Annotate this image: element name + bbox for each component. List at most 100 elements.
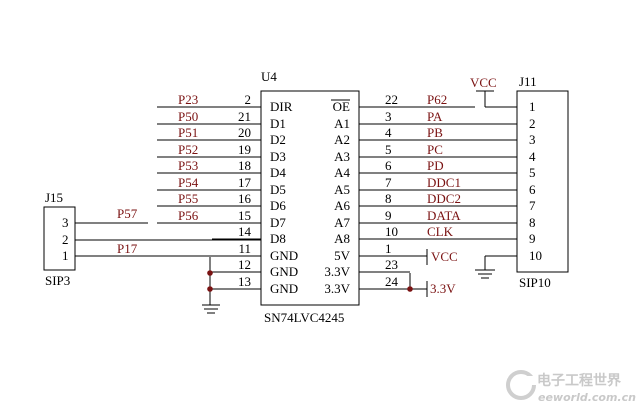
pin-name: A4 — [334, 165, 350, 180]
pin-name: D4 — [270, 165, 286, 180]
net-label: P51 — [178, 125, 198, 140]
u4-part: SN74LVC4245 — [264, 310, 344, 325]
pin-name: 3.3V — [324, 264, 350, 279]
j11-pin-number: 7 — [529, 198, 536, 213]
pin-name: A2 — [334, 132, 350, 147]
j15-body — [43, 206, 76, 271]
pin-name: D6 — [270, 198, 286, 213]
pin-number: 13 — [238, 274, 251, 289]
svg-text:电子工程世界: 电子工程世界 — [537, 372, 622, 389]
j11-pin-number: 3 — [529, 132, 536, 147]
svg-text:eeworld.com.cn: eeworld.com.cn — [538, 391, 636, 404]
pin-number: 1 — [385, 241, 392, 256]
j11-pin-number: 8 — [529, 215, 536, 230]
pin-name: D1 — [270, 116, 286, 131]
v33-rail — [409, 273, 428, 297]
pin-number: 5 — [385, 142, 392, 157]
net-label: PD — [427, 158, 444, 173]
pin-name: D8 — [270, 231, 286, 246]
j11-ref: J11 — [519, 74, 537, 89]
pin-name: A8 — [334, 231, 350, 246]
eeworld-logo: 电子工程世界 eeworld.com.cn — [506, 370, 636, 404]
net-label: P50 — [178, 109, 198, 124]
pin-name: D7 — [270, 215, 286, 230]
pin-name: A1 — [334, 116, 350, 131]
j11-part: SIP10 — [519, 275, 551, 290]
net-label: P55 — [178, 191, 198, 206]
pin-number: 19 — [238, 142, 251, 157]
j11-vcc-label: VCC — [470, 75, 497, 90]
u4-body — [260, 90, 360, 306]
net-label: P54 — [178, 175, 199, 190]
pin-name: A7 — [334, 215, 350, 230]
pin-number: 11 — [238, 241, 251, 256]
pin-number: 8 — [385, 191, 392, 206]
vcc-label: VCC — [431, 249, 458, 264]
pin-number: 15 — [238, 208, 251, 223]
pin-number: 10 — [385, 224, 398, 239]
j11-body — [516, 90, 569, 273]
u4-right-pins: 22 OE P62 3 A1 PA 4 A2 PB 5 A3 PC 6 A4 PD 7 A5 DDC1 8 A6 DDC… — [324, 92, 517, 296]
pin-name: GND — [270, 281, 298, 296]
pin-name: A3 — [334, 149, 350, 164]
pin-number: 3 — [385, 109, 392, 124]
j15-pin-number: 2 — [62, 232, 69, 247]
j11-pin-number: 2 — [529, 116, 536, 131]
j15-pin-number: 1 — [62, 248, 69, 263]
pin-number: 6 — [385, 158, 392, 173]
pin-number: 17 — [238, 175, 252, 190]
pin-number: 9 — [385, 208, 392, 223]
pin-name: A6 — [334, 198, 350, 213]
j11-pin-number: 4 — [529, 149, 536, 164]
pin-number: 4 — [385, 125, 392, 140]
j11-pin-number: 1 — [529, 99, 536, 114]
pin-number: 23 — [385, 257, 398, 272]
pin-number: 7 — [385, 175, 392, 190]
pin-number: 14 — [238, 224, 252, 239]
j15-part: SIP3 — [45, 273, 70, 288]
pin-number: 22 — [385, 92, 398, 107]
j15-wiring — [75, 222, 261, 257]
pin-number: 21 — [238, 109, 251, 124]
net-label: DDC1 — [427, 175, 461, 190]
gnd-bus — [202, 257, 220, 314]
j11-pin-number: 5 — [529, 165, 536, 180]
net-label: P23 — [178, 92, 198, 107]
pin-name: 5V — [334, 248, 351, 263]
pin-name: D5 — [270, 182, 286, 197]
j15-ref: J15 — [45, 190, 63, 205]
pin-number: 24 — [385, 274, 399, 289]
j11-gnd — [475, 255, 517, 279]
j11-pin-number: 9 — [529, 231, 536, 246]
pin-number: 16 — [238, 191, 252, 206]
pin-name: GND — [270, 248, 298, 263]
v33-label: 3.3V — [430, 281, 456, 296]
junction-dot — [407, 286, 413, 292]
net-label: CLK — [427, 224, 454, 239]
net-label: P56 — [178, 208, 199, 223]
net-label-p57: P57 — [117, 206, 138, 221]
net-label: P52 — [178, 142, 198, 157]
pin-name: 3.3V — [324, 281, 350, 296]
net-label: PB — [427, 125, 443, 140]
pin-name: D2 — [270, 132, 286, 147]
net-label: PA — [427, 109, 443, 124]
net-label: P53 — [178, 158, 198, 173]
net-label: P17 — [117, 241, 138, 256]
junction-dot — [207, 270, 213, 276]
net-label: DDC2 — [427, 191, 461, 206]
pin-name: D3 — [270, 149, 286, 164]
pin-number: 12 — [238, 257, 251, 272]
net-label: DATA — [427, 208, 461, 223]
net-label: PC — [427, 142, 443, 157]
pin-number: 2 — [245, 92, 252, 107]
pin-number: 18 — [238, 158, 251, 173]
j15-pins: 321 — [62, 215, 69, 263]
net-label: P62 — [427, 92, 447, 107]
junction-dot — [207, 286, 213, 292]
pin-name: OE — [333, 99, 350, 114]
pin-name: A5 — [334, 182, 350, 197]
